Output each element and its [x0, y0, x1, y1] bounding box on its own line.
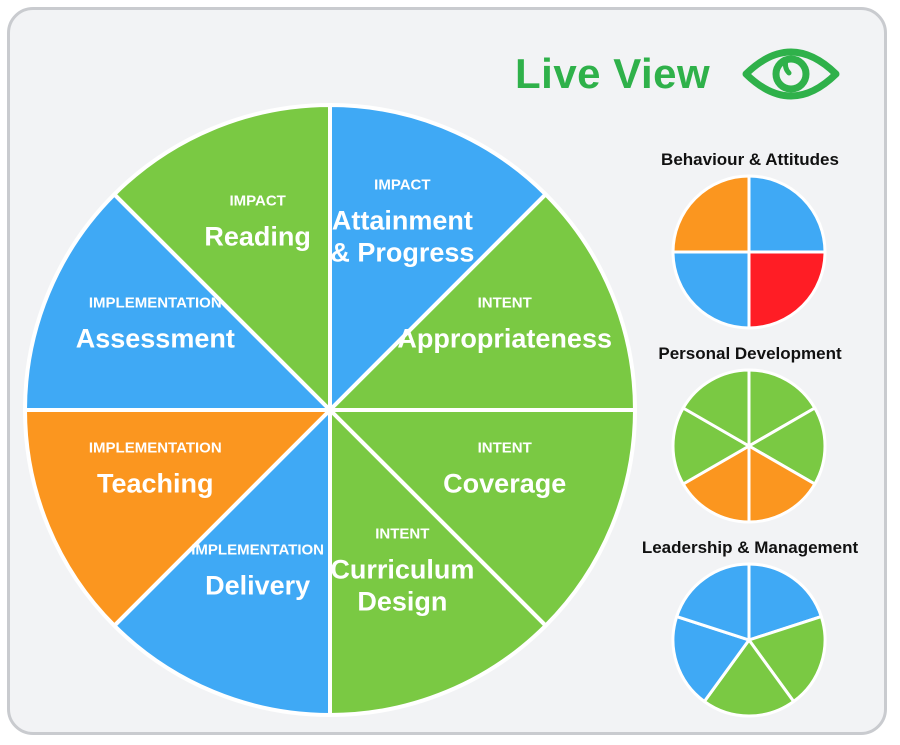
wheel-segment-name: Design	[357, 587, 447, 617]
wheel-segment-name: Reading	[204, 221, 311, 251]
mini-chart-segment[interactable]	[671, 615, 751, 703]
mini-chart-title: Personal Development	[658, 344, 842, 363]
mini-chart-segment[interactable]	[681, 444, 751, 524]
wheel-segment-category: INTENT	[478, 295, 532, 312]
wheel-segment-coverage[interactable]	[328, 408, 637, 628]
mini-chart-segment[interactable]	[702, 638, 796, 718]
mini-chart-segment[interactable]	[747, 444, 817, 524]
personal-development-chart	[671, 368, 827, 524]
wheel-segment-category: IMPLEMENTATION	[191, 542, 324, 559]
wheel-segment-reading[interactable]	[112, 103, 332, 412]
wheel-segment-category: INTENT	[375, 526, 429, 543]
mini-chart-segment[interactable]	[747, 406, 827, 486]
wheel-segment-delivery[interactable]	[112, 408, 332, 717]
mini-chart-segment[interactable]	[747, 615, 827, 703]
mini-chart-segment[interactable]	[681, 368, 751, 448]
mini-chart-segment[interactable]	[671, 250, 751, 330]
wheel-segment-name: Teaching	[97, 468, 214, 498]
mini-chart-segment[interactable]	[671, 406, 751, 486]
wheel-segment-category: INTENT	[478, 439, 532, 456]
wheel-segment-category: IMPLEMENTATION	[89, 295, 222, 312]
mini-chart-segment[interactable]	[747, 174, 827, 254]
wheel-segment-category: IMPACT	[229, 192, 285, 209]
mini-chart-segment[interactable]	[671, 174, 751, 254]
mini-chart-segment[interactable]	[747, 368, 817, 448]
mini-chart-segment[interactable]	[747, 250, 827, 330]
wheel-segment-name: Appropriateness	[397, 324, 612, 354]
wheel-segment-name: Coverage	[443, 468, 566, 498]
wheel-segment-name: Attainment	[332, 205, 473, 235]
wheel-segment-curriculum-design[interactable]	[328, 408, 548, 717]
wheel-segment-name: Assessment	[76, 324, 235, 354]
wheel-segment-category: IMPACT	[374, 176, 430, 193]
wheel-segment-teaching[interactable]	[23, 408, 332, 628]
wheel-segment-name: & Progress	[330, 237, 474, 267]
wheel-segment-name: Delivery	[205, 571, 310, 601]
mini-chart-title: Leadership & Management	[641, 538, 859, 557]
page-title: Live View	[515, 50, 711, 97]
behaviour-attitudes-chart	[671, 174, 827, 330]
wheel-segment-name: Curriculum	[330, 555, 474, 585]
header: Live View	[515, 44, 840, 104]
wheel-segment-attainment-progress[interactable]	[328, 103, 548, 412]
mini-chart-title: Behaviour & Attitudes	[661, 150, 839, 169]
wheel-segment-assessment[interactable]	[23, 192, 332, 412]
leadership-management-chart	[671, 562, 827, 718]
wheel-segment-category: IMPLEMENTATION	[89, 439, 222, 456]
eye-icon[interactable]	[742, 44, 840, 104]
wheel-segment-appropriateness[interactable]	[328, 192, 637, 412]
mini-chart-segment[interactable]	[675, 562, 751, 642]
